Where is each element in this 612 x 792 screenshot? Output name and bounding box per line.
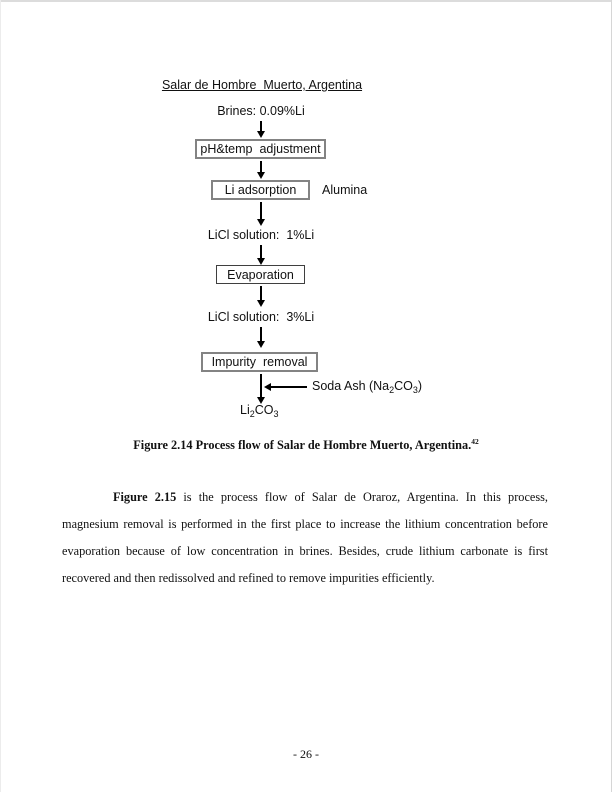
li-adsorption-box: Li adsorption: [211, 180, 310, 200]
paragraph-text: is the process flow of Salar de Oraroz, …: [62, 490, 549, 585]
arrow-licl1-to-evaporation: [256, 245, 265, 265]
page-number: - 26 -: [293, 747, 319, 761]
soda-ash-subscript: 2: [389, 385, 395, 395]
arrow-soda-ash-input: [264, 382, 307, 391]
li2co3-product-label: Li2CO3: [240, 403, 279, 419]
licl-1-label: LiCl solution: 1%Li: [207, 228, 315, 242]
diagram-title: Salar de Hombre Muerto, Argentina: [161, 78, 363, 92]
arrow-impurity-to-li2co3: [256, 374, 265, 404]
arrow-adsorption-to-licl1: [256, 202, 265, 226]
arrow-ph-to-li-adsorption: [256, 161, 265, 179]
evaporation-box: Evaporation: [216, 265, 305, 284]
ph-temp-adjustment-box: pH&temp adjustment: [195, 139, 326, 159]
li2co3-subscript: 2: [249, 409, 255, 419]
caption-text: Figure 2.14 Process flow of Salar de Hom…: [133, 438, 472, 452]
soda-ash-text: CO: [394, 379, 413, 393]
soda-ash-subscript: 3: [412, 385, 418, 395]
li2co3-text: Li: [240, 403, 250, 417]
li2co3-text: CO: [254, 403, 274, 417]
impurity-removal-box: Impurity removal: [201, 352, 318, 372]
soda-ash-label: Soda Ash (Na2CO3): [312, 379, 422, 395]
soda-ash-text: Soda Ash (Na: [312, 379, 390, 393]
li2co3-subscript: 3: [273, 409, 279, 419]
body-paragraph: Figure 2.15 is the process flow of Salar…: [62, 484, 548, 592]
caption-reference-mark: 42: [471, 437, 479, 446]
arrow-licl3-to-impurity-removal: [256, 327, 265, 348]
licl-3-label: LiCl solution: 3%Li: [207, 310, 315, 324]
page-edge-top: [0, 0, 612, 2]
page-edge-left: [0, 0, 1, 792]
alumina-label: Alumina: [322, 183, 368, 197]
arrow-brines-to-ph-adjustment: [256, 121, 265, 138]
figure-2-14-caption: Figure 2.14 Process flow of Salar de Hom…: [0, 437, 612, 453]
brines-label: Brines: 0.09%Li: [217, 104, 305, 118]
arrow-evaporation-to-licl3: [256, 286, 265, 307]
figure-2-15-reference: Figure 2.15: [113, 490, 177, 504]
soda-ash-text: ): [417, 379, 423, 393]
